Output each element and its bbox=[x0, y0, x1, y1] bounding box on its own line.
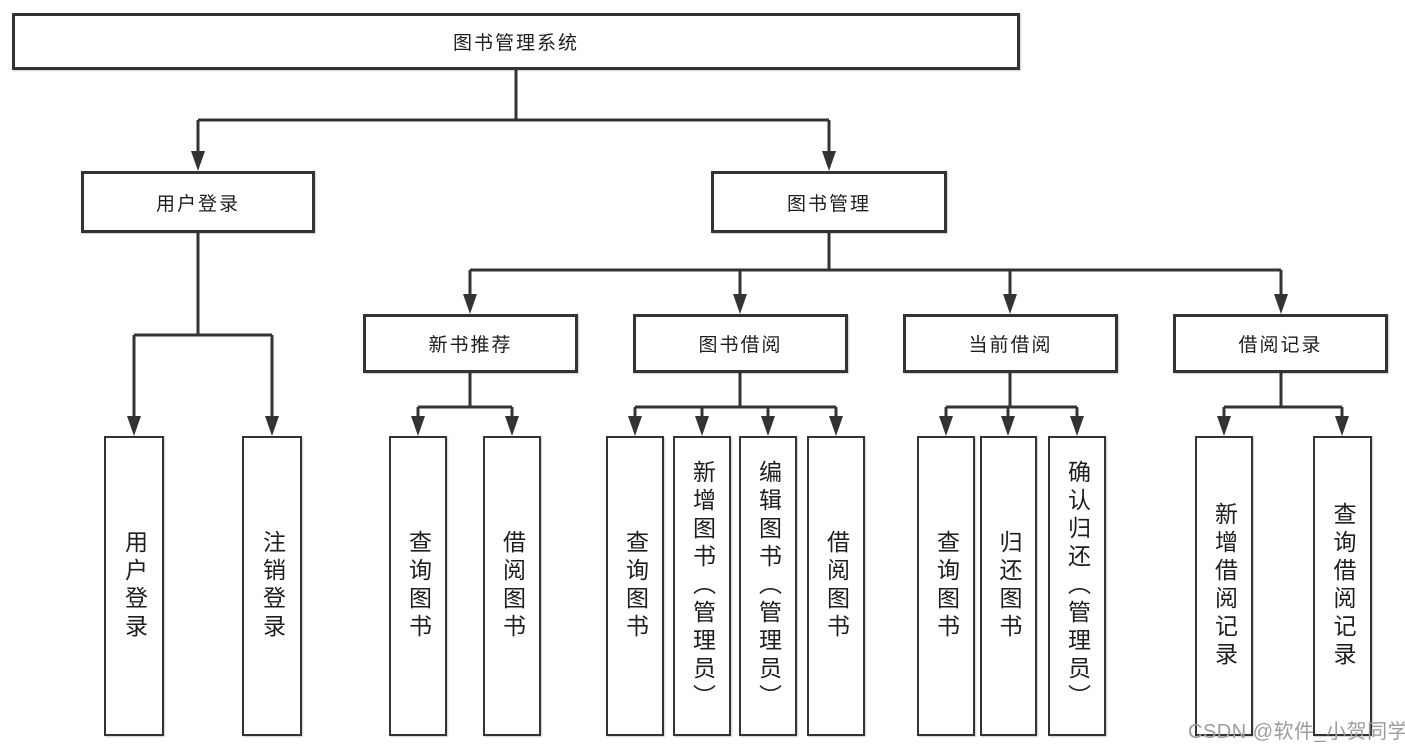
leaf-add-borrow-record: 新增借阅记录 bbox=[1195, 436, 1253, 736]
leaf-edit-books-admin: 编辑图书（管理员） bbox=[739, 436, 797, 736]
node-book-borrow: 图书借阅 bbox=[633, 314, 848, 373]
leaf-current-query-books: 查询图书 bbox=[917, 436, 975, 736]
leaf-recommend-borrow-books: 借阅图书 bbox=[483, 436, 541, 736]
leaf-return-books: 归还图书 bbox=[980, 436, 1037, 736]
leaf-user-login: 用户登录 bbox=[104, 436, 164, 736]
node-user-login: 用户登录 bbox=[81, 171, 315, 233]
leaf-add-books-admin: 新增图书（管理员） bbox=[673, 436, 731, 736]
node-current-borrow: 当前借阅 bbox=[903, 314, 1118, 373]
leaf-borrow-query-books: 查询图书 bbox=[606, 436, 664, 736]
node-root-title: 图书管理系统 bbox=[12, 13, 1020, 70]
leaf-query-borrow-record: 查询借阅记录 bbox=[1313, 436, 1372, 736]
node-borrow-records: 借阅记录 bbox=[1173, 314, 1388, 373]
csdn-watermark: CSDN @软件_小贺同学 bbox=[1188, 721, 1405, 743]
connector-paths bbox=[132, 69, 1344, 422]
node-book-management: 图书管理 bbox=[711, 171, 947, 233]
leaf-logout: 注销登录 bbox=[242, 436, 302, 736]
arrowheads bbox=[127, 151, 1349, 436]
leaf-borrow-books: 借阅图书 bbox=[807, 436, 865, 736]
leaf-recommend-query-books: 查询图书 bbox=[389, 436, 447, 736]
leaf-confirm-return-admin: 确认归还（管理员） bbox=[1048, 436, 1106, 736]
node-new-book-recommend: 新书推荐 bbox=[363, 314, 578, 373]
